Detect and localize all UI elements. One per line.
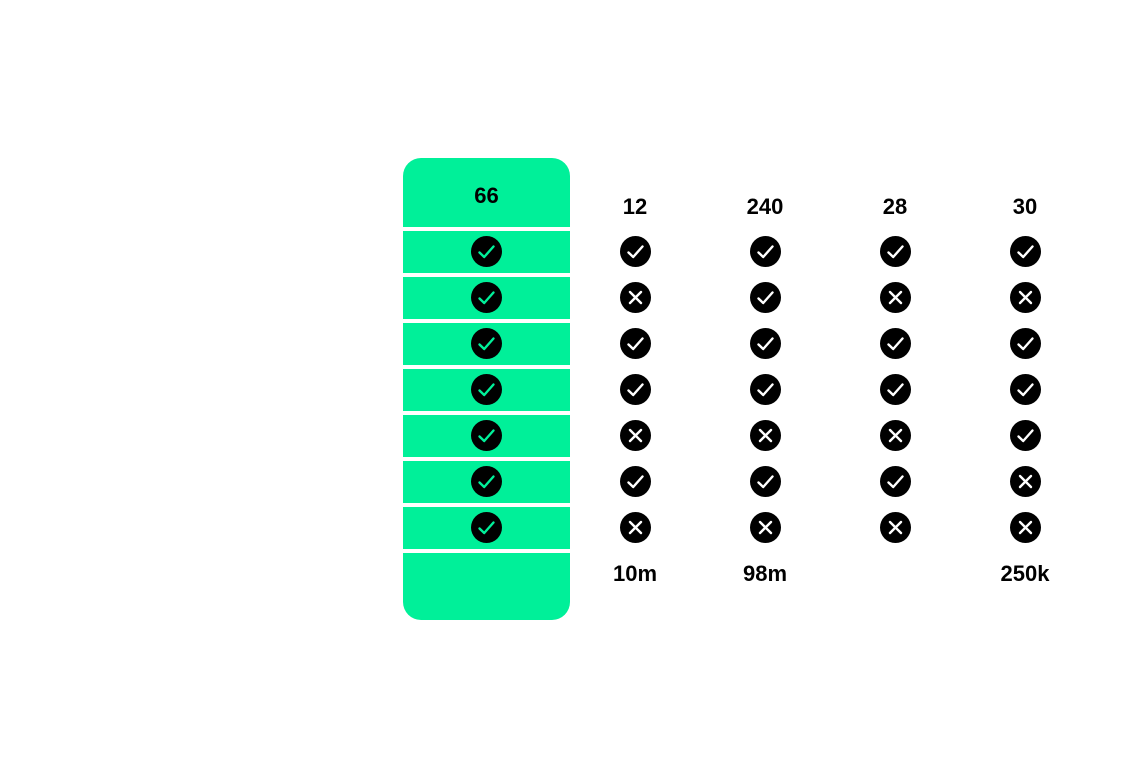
check-circle-icon xyxy=(471,281,502,313)
check-circle-icon xyxy=(619,465,651,497)
check-circle-icon xyxy=(471,419,502,451)
cross-circle-icon xyxy=(1009,281,1041,313)
column-header: 240 xyxy=(746,194,784,219)
check-circle-icon xyxy=(879,465,911,497)
highlight-row-cell xyxy=(403,506,570,548)
column-cell xyxy=(619,235,651,267)
column-cell xyxy=(879,327,911,359)
highlight-row-cell xyxy=(403,414,570,456)
cross-circle-icon xyxy=(879,511,911,543)
column-cell xyxy=(879,511,911,543)
highlight-row-cell xyxy=(403,460,570,502)
column-cell xyxy=(619,419,651,451)
column-cell xyxy=(619,465,651,497)
column-cell xyxy=(619,327,651,359)
cross-circle-icon xyxy=(619,281,651,313)
column-footer: 250k xyxy=(1000,561,1050,586)
column-cell xyxy=(1009,281,1041,313)
check-circle-icon xyxy=(471,511,502,543)
check-circle-icon xyxy=(471,373,502,405)
check-circle-icon xyxy=(619,327,651,359)
column-cell xyxy=(1009,511,1041,543)
highlight-column: 66 xyxy=(403,158,570,620)
check-circle-icon xyxy=(749,327,781,359)
column-cell xyxy=(749,281,781,313)
highlight-footer-cell xyxy=(403,553,570,620)
column-cell xyxy=(879,373,911,405)
check-circle-icon xyxy=(471,327,502,359)
check-circle-icon xyxy=(1009,235,1041,267)
column-cell xyxy=(749,511,781,543)
column-cell xyxy=(619,511,651,543)
column-header: 28 xyxy=(882,194,908,219)
column-cell xyxy=(1009,373,1041,405)
check-circle-icon xyxy=(749,281,781,313)
cross-circle-icon xyxy=(1009,511,1041,543)
cross-circle-icon xyxy=(749,419,781,451)
check-circle-icon xyxy=(1009,373,1041,405)
check-circle-icon xyxy=(619,235,651,267)
check-circle-icon xyxy=(1009,419,1041,451)
check-circle-icon xyxy=(1009,327,1041,359)
check-circle-icon xyxy=(879,373,911,405)
column-cell xyxy=(749,235,781,267)
highlight-column-header: 66 xyxy=(474,183,499,208)
column-footer: 98m xyxy=(742,561,788,586)
check-circle-icon xyxy=(749,373,781,405)
cross-circle-icon xyxy=(879,281,911,313)
cross-circle-icon xyxy=(879,419,911,451)
column-cell xyxy=(879,281,911,313)
column-cell xyxy=(1009,465,1041,497)
check-circle-icon xyxy=(749,235,781,267)
highlight-row-cell xyxy=(403,322,570,364)
check-circle-icon xyxy=(471,235,502,267)
cross-circle-icon xyxy=(619,419,651,451)
check-circle-icon xyxy=(749,465,781,497)
column-cell xyxy=(619,281,651,313)
column-cell xyxy=(749,327,781,359)
column-header: 12 xyxy=(622,194,648,219)
column-cell xyxy=(749,373,781,405)
highlight-header-cell: 66 xyxy=(403,158,570,234)
cross-circle-icon xyxy=(749,511,781,543)
column-cell xyxy=(1009,235,1041,267)
column-cell xyxy=(619,373,651,405)
column-cell xyxy=(1009,327,1041,359)
highlight-row-cell xyxy=(403,368,570,410)
cross-circle-icon xyxy=(619,511,651,543)
highlight-row-cell xyxy=(403,230,570,272)
highlight-row-cell xyxy=(403,276,570,318)
highlight-footer-band xyxy=(403,553,570,620)
check-circle-icon xyxy=(879,327,911,359)
column-cell xyxy=(879,419,911,451)
highlight-header-band xyxy=(403,158,570,227)
check-circle-icon xyxy=(471,465,502,497)
check-circle-icon xyxy=(879,235,911,267)
column-cell xyxy=(879,465,911,497)
column-header: 30 xyxy=(1012,194,1038,219)
cross-circle-icon xyxy=(1009,465,1041,497)
column-cell xyxy=(879,235,911,267)
column-cell xyxy=(749,465,781,497)
check-circle-icon xyxy=(619,373,651,405)
column-cell xyxy=(749,419,781,451)
column-footer: 10m xyxy=(612,561,658,586)
column-cell xyxy=(1009,419,1041,451)
